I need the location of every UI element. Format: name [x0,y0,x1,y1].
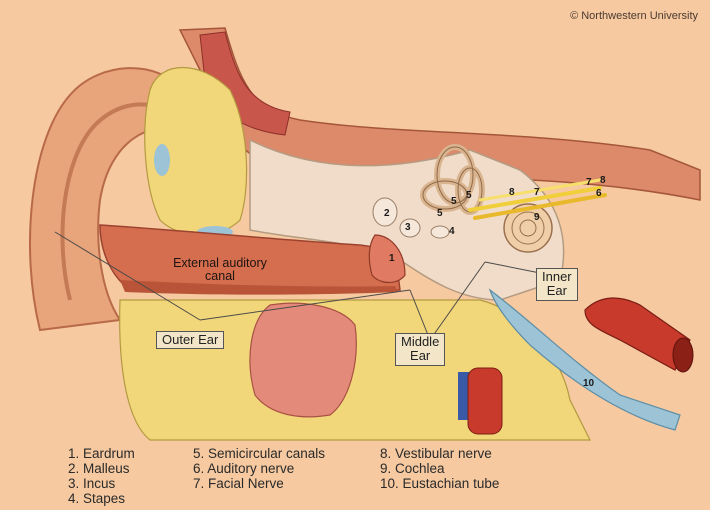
legend-item: 10. Eustachian tube [380,476,499,491]
legend-item: 3. Incus [68,476,135,491]
marker-vestibular-nerve: 8 [509,187,515,198]
vessel-blue-upper [154,144,170,176]
outer-ear-label: Outer Ear [156,331,224,349]
middle-ear-label: Middle Ear [395,333,445,366]
inner-ear-label-line1: Inner [542,270,572,284]
legend-item: 1. Eardrum [68,446,135,461]
legend-item: 5. Semicircular canals [193,446,325,461]
inner-ear-label: Inner Ear [536,268,578,301]
marker-eardrum: 1 [389,253,395,264]
legend-item: 4. Stapes [68,491,135,506]
marker-vestibular-nerve-end: 8 [600,175,606,186]
marker-semicircular-1: 5 [451,196,457,207]
marker-semicircular-3: 5 [466,190,472,201]
jugular-artery [468,368,502,434]
canal-label-line1: External auditory [160,257,280,270]
legend-column-1: 1. Eardrum 2. Malleus 3. Incus 4. Stapes [68,446,135,506]
inner-ear-label-line2: Ear [542,284,572,298]
marker-cochlea: 9 [534,212,540,223]
marker-malleus: 2 [384,208,390,219]
marker-auditory-nerve: 6 [596,188,602,199]
legend-item: 7. Facial Nerve [193,476,325,491]
legend-column-3: 8. Vestibular nerve 9. Cochlea 10. Eusta… [380,446,499,491]
legend-item: 8. Vestibular nerve [380,446,499,461]
copyright-notice: © Northwestern University [570,10,698,22]
marker-stapes: 4 [449,226,455,237]
middle-ear-label-line1: Middle [401,335,439,349]
legend-column-2: 5. Semicircular canals 6. Auditory nerve… [193,446,325,491]
stapes-shape [431,226,449,238]
parotid-gland [250,303,356,417]
middle-ear-label-line2: Ear [401,349,439,363]
marker-incus: 3 [405,222,411,233]
legend-item: 2. Malleus [68,461,135,476]
canal-label-line2: canal [160,270,280,283]
canal-label: External auditory canal [160,257,280,282]
marker-facial-nerve: 7 [534,187,540,198]
marker-facial-nerve-end: 7 [586,177,592,188]
marker-eustachian-tube: 10 [583,378,594,389]
carotid-artery-end [673,338,693,372]
marker-semicircular-2: 5 [437,208,443,219]
legend-item: 9. Cochlea [380,461,499,476]
legend-item: 6. Auditory nerve [193,461,325,476]
